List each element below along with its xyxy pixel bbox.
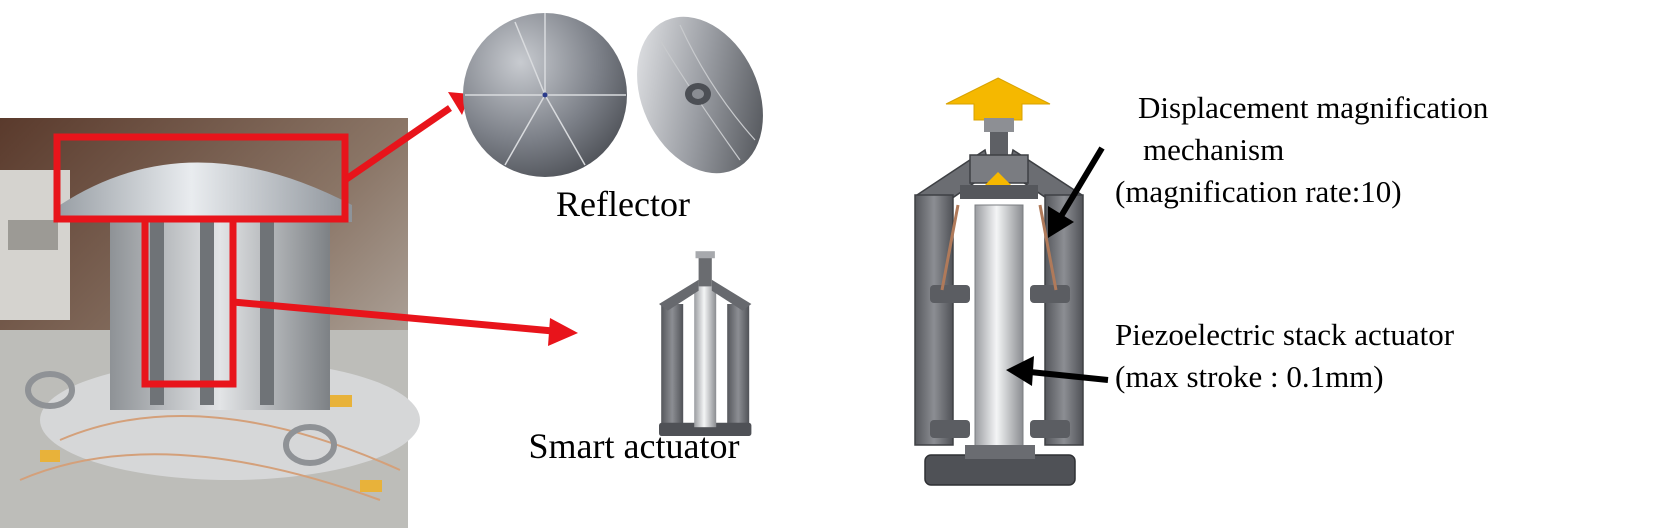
displacement-label-line1: Displacement magnification [1138, 90, 1489, 125]
ring-bolt [283, 424, 337, 466]
ring-bolt [25, 371, 75, 409]
tape [330, 395, 352, 407]
actuator-slot [150, 215, 164, 405]
reflector-front-view [463, 13, 627, 177]
reflector-side-view [637, 16, 763, 174]
smart-actuator-drawing [659, 251, 752, 436]
smart-actuator-label: Smart actuator [529, 426, 740, 466]
apparatus-photo [0, 118, 420, 528]
displacement-label-line2: mechanism [1143, 132, 1284, 167]
piezo-label-line2: (max stroke : 0.1mm) [1115, 359, 1384, 394]
photo-reflector-dome [60, 162, 352, 222]
piezo-stack [974, 204, 1024, 464]
tape [360, 480, 382, 492]
piezo-pointer-arrow [1006, 356, 1109, 386]
reflector-label: Reflector [556, 184, 690, 224]
tape [40, 450, 60, 462]
equipment-panel [8, 220, 58, 250]
output-displacement-arrow [945, 77, 1051, 121]
actuator-callout-arrow [232, 298, 578, 346]
actuator-slot [200, 215, 214, 405]
piezo-label-line1: Piezoelectric stack actuator [1115, 317, 1455, 352]
displacement-pointer-arrow [1048, 146, 1105, 238]
cable [59, 415, 401, 471]
cable [19, 453, 381, 501]
actuator-cutaway-drawing [914, 77, 1084, 486]
actuator-highlight-box [141, 215, 237, 388]
displacement-label-line3: (magnification rate:10) [1115, 174, 1402, 209]
actuator-slot [260, 215, 274, 405]
